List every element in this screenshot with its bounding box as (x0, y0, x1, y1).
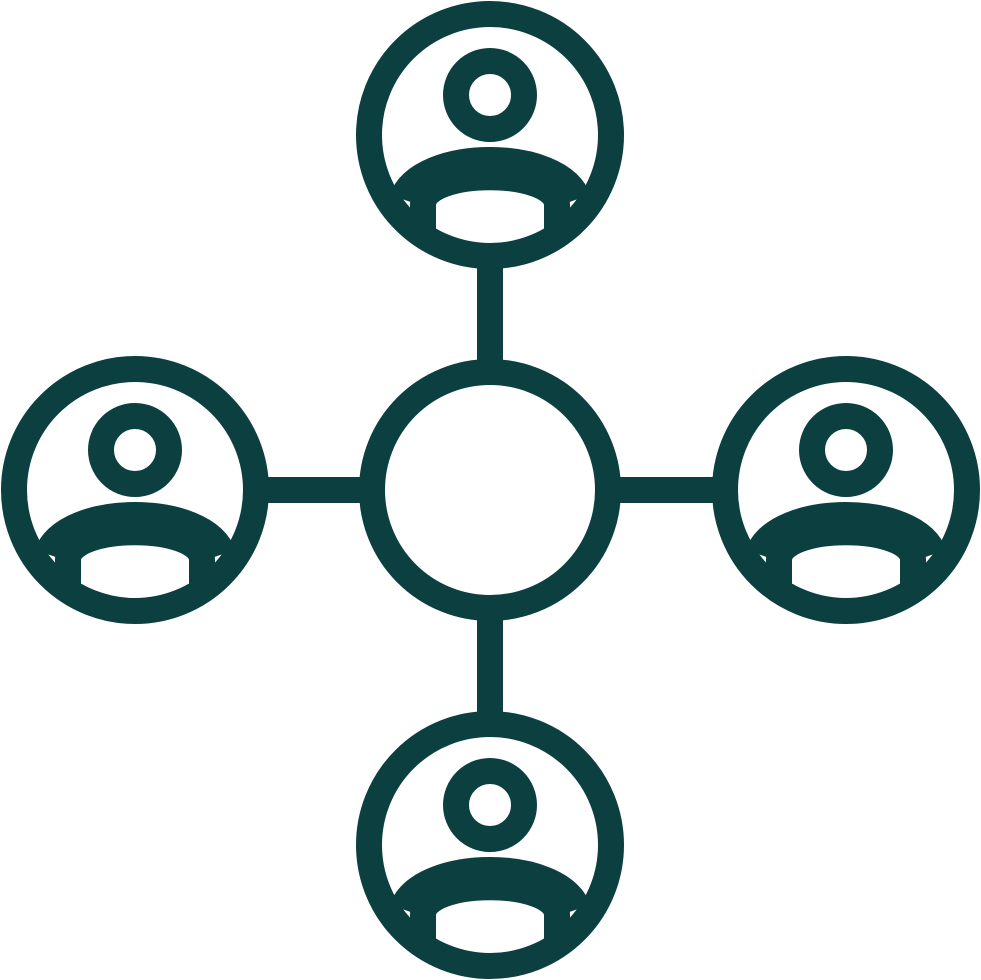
user-node-bottom-ring (356, 711, 624, 979)
user-node-top (356, 1, 624, 269)
user-node-left-body (55, 519, 215, 584)
user-node-bottom-shoulders (389, 857, 591, 915)
user-node-right-head (799, 403, 893, 497)
user-node-right-body (766, 519, 926, 584)
user-node-bottom-body (410, 874, 570, 939)
user-node-left-head (88, 403, 182, 497)
user-node-right (712, 356, 980, 624)
user-node-top-ring (356, 1, 624, 269)
user-node-top-shoulders (389, 147, 591, 205)
user-node-bottom-head (443, 758, 537, 852)
user-node-bottom (356, 711, 624, 979)
user-node-left-ring (1, 356, 269, 624)
user-node-left-shoulders (34, 502, 236, 560)
hub-node (359, 359, 621, 621)
user-node-right-shoulders (745, 502, 947, 560)
user-node-top-head (443, 48, 537, 142)
connector-lines (255, 256, 726, 724)
user-node-left (1, 356, 269, 624)
user-node-top-body (410, 164, 570, 229)
user-node-right-ring (712, 356, 980, 624)
hub-circle (359, 359, 621, 621)
